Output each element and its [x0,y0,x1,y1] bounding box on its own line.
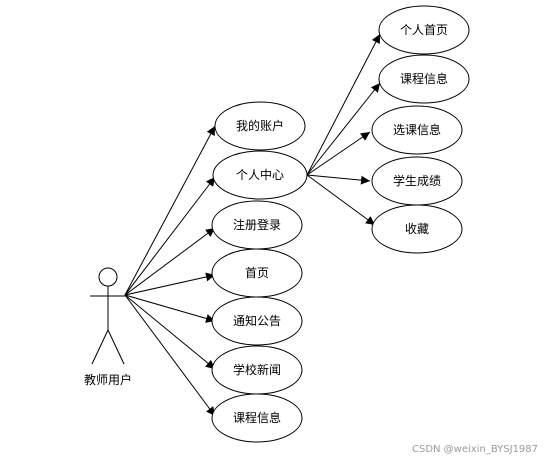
association-course-info-2 [306,82,381,176]
use-case-label: 课程信息 [400,71,448,86]
use-case-label: 课程信息 [233,410,281,425]
personal-center-associations [306,33,381,226]
actor-right-leg [107,329,125,365]
association-favorites [306,174,376,226]
use-case-label: 我的账户 [236,118,284,133]
association-home [124,272,216,296]
association-course-info [124,294,216,417]
actor-associations [124,125,216,417]
use-case-my-account: 我的账户 [214,101,306,151]
use-case-course-info-2: 课程信息 [378,54,470,104]
use-case-label: 首页 [245,266,269,280]
use-case-label: 学校新闻 [233,362,281,377]
use-case-course-selection-info: 选课信息 [371,105,463,155]
actor-label: 教师用户 [84,372,132,387]
use-case-school-news: 学校新闻 [211,345,303,395]
use-case-label: 通知公告 [233,314,281,328]
use-case-label: 学生成绩 [393,173,441,188]
use-case-favorites: 收藏 [371,204,463,254]
association-my-account [124,125,216,296]
association-student-grades [306,174,371,185]
use-case-register-login: 注册登录 [211,200,303,250]
use-case-student-grades: 学生成绩 [371,156,463,206]
association-personal-home [306,33,381,176]
association-school-news [124,294,216,370]
use-case-label: 选课信息 [393,122,441,137]
association-register-login [124,227,216,296]
use-case-label: 个人首页 [400,23,448,37]
association-personal-center [124,176,216,296]
actor-head [98,267,118,287]
use-case-personal-center: 个人中心 [212,150,308,200]
use-case-personal-home: 个人首页 [378,5,470,55]
use-case-label: 注册登录 [233,217,281,232]
use-case-course-info: 课程信息 [211,393,303,443]
use-case-label: 收藏 [405,222,429,236]
use-case-home: 首页 [211,248,303,298]
use-case-label: 个人中心 [236,167,284,182]
association-course-selection-info [306,131,371,176]
actor-left-leg [91,329,109,365]
watermark: CSDN @weixin_BYSJ1987 [412,444,538,455]
association-notice [124,294,216,323]
actor-teacher: 教师用户 [84,267,132,387]
use-case-notice: 通知公告 [211,296,303,346]
